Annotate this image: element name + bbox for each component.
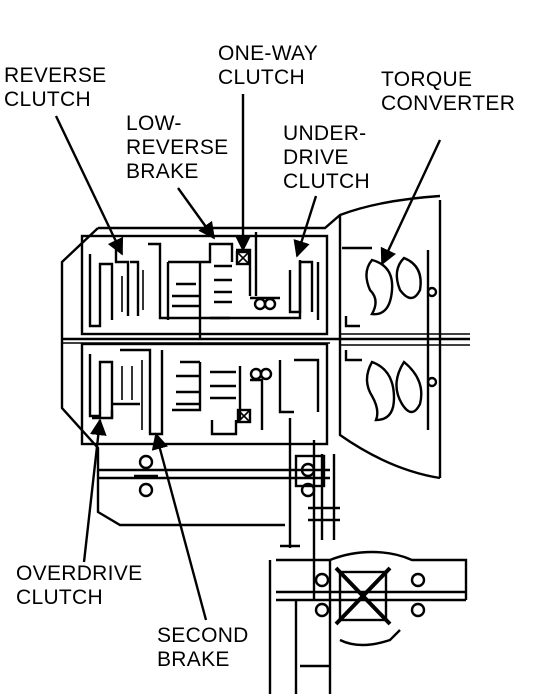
overdrive-clutch-label-line-2: CLUTCH — [16, 586, 103, 609]
reverse-clutch-arrow — [54, 115, 124, 256]
second-brake-label-line-2: BRAKE — [157, 648, 230, 671]
underdrive-clutch-label-line-2: DRIVE — [283, 146, 349, 169]
reverse-clutch-label-line-1: REVERSE — [4, 64, 107, 87]
torque-converter-label-line-2: CONVERTER — [381, 92, 516, 115]
overdrive-clutch-pack — [88, 348, 164, 436]
low-reverse-brake-label-line-2: REVERSE — [126, 136, 229, 159]
one-way-clutch-label-line-2: CLUTCH — [218, 66, 305, 89]
underdrive-clutch-pack — [278, 260, 320, 414]
one-way-clutch-label: ONE-WAY CLUTCH — [218, 42, 318, 90]
overdrive-clutch-arrow — [82, 418, 107, 563]
reverse-clutch-label-line-2: CLUTCH — [4, 88, 91, 111]
transfer-gear-and-shaft — [98, 418, 340, 600]
torque-converter-arrow — [380, 139, 442, 266]
underdrive-clutch-label-line-1: UNDER- — [283, 122, 367, 145]
underdrive-clutch-arrow — [293, 195, 318, 258]
underdrive-clutch-label-line-3: CLUTCH — [283, 170, 370, 193]
torque-converter — [340, 246, 470, 430]
second-brake-label-line-1: SECOND — [157, 624, 249, 647]
clutch-pack-housing — [62, 234, 470, 446]
one-way-clutch-label-line-1: ONE-WAY — [218, 42, 319, 65]
second-brake-label: SECOND BRAKE — [157, 624, 249, 672]
transaxle-case-outline — [60, 194, 442, 527]
low-reverse-brake-arrow — [177, 187, 215, 240]
torque-converter-label-line-1: TORQUE — [381, 68, 473, 91]
low-reverse-brake-label-line-1: LOW- — [126, 112, 182, 135]
overdrive-clutch-label-line-1: OVERDRIVE — [16, 562, 143, 585]
reverse-clutch-label: REVERSE CLUTCH — [4, 64, 106, 112]
leader-arrows — [54, 94, 442, 621]
low-reverse-brake-label-line-3: BRAKE — [126, 160, 199, 183]
second-brake-arrow — [151, 432, 208, 621]
underdrive-clutch-label: UNDER- DRIVE CLUTCH — [283, 122, 370, 194]
low-reverse-brake-label: LOW- REVERSE BRAKE — [126, 112, 228, 184]
one-way-clutch-element — [235, 250, 280, 424]
differential — [268, 550, 468, 694]
overdrive-clutch-label: OVERDRIVE CLUTCH — [16, 562, 142, 610]
torque-converter-label: TORQUE CONVERTER — [381, 68, 515, 116]
planetary-gear-sets — [166, 232, 302, 436]
